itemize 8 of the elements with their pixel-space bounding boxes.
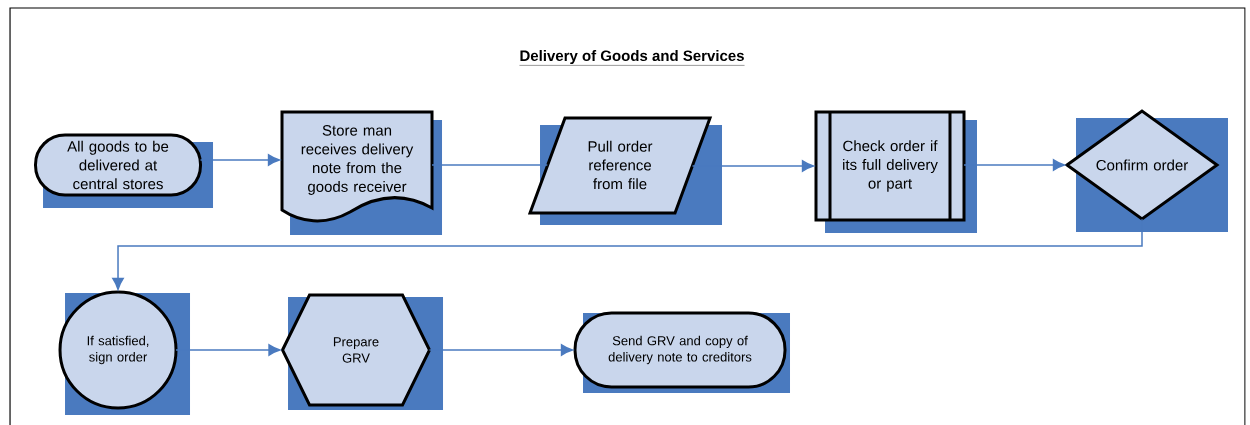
arrow — [963, 159, 1065, 171]
arrow — [175, 344, 281, 356]
arrow — [691, 160, 814, 172]
title: Delivery of Goods and Services — [519, 50, 745, 66]
arrow — [428, 344, 573, 356]
predefined-process-box: Check order if its full delivery or part — [814, 110, 977, 233]
arrow — [199, 154, 281, 166]
arrow — [112, 218, 1143, 290]
